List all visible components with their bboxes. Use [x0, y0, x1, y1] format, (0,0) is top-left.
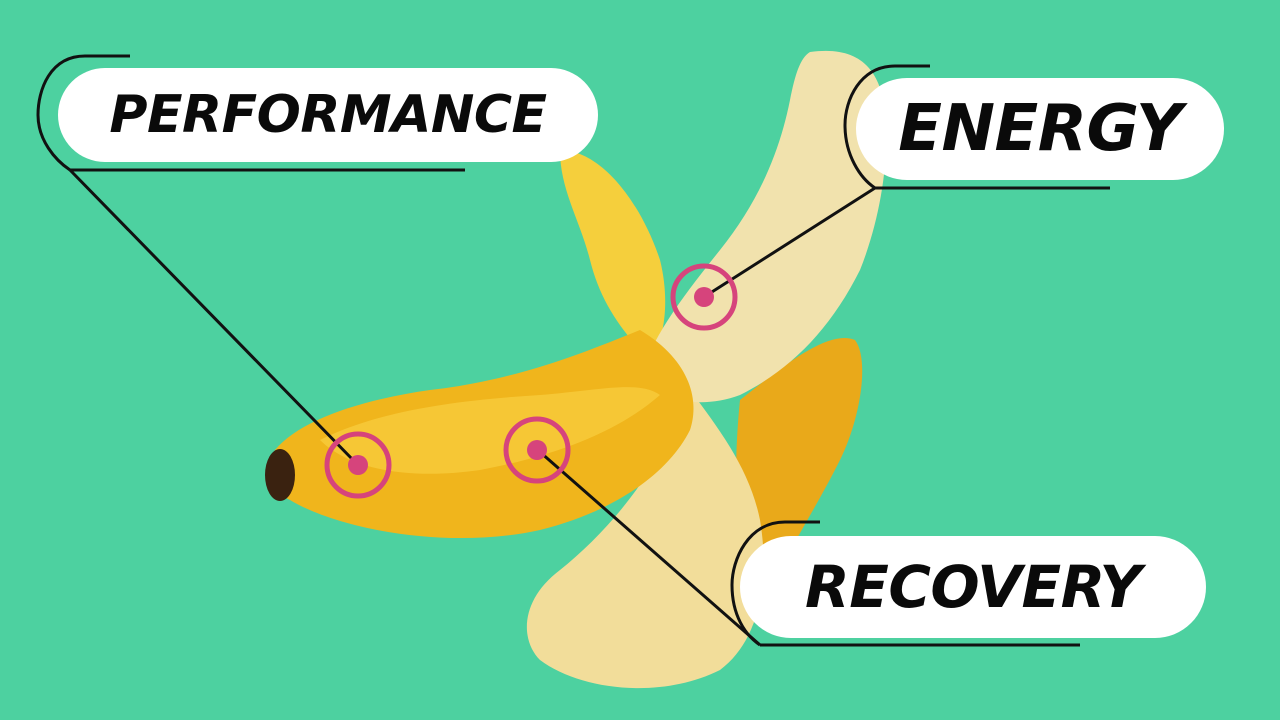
performance-label: PERFORMANCE: [58, 68, 598, 162]
recovery-label-text: RECOVERY: [805, 553, 1141, 621]
banana-body-highlight: [320, 387, 660, 474]
energy-connector-line: [703, 186, 876, 299]
performance-connector-line: [68, 168, 357, 464]
banana-tip: [265, 449, 295, 501]
banana-peel-lower-flap: [526, 390, 764, 689]
performance-bracket: [36, 54, 130, 172]
banana-flesh: [640, 50, 887, 403]
recovery-bracket: [730, 520, 820, 647]
energy-label-text: ENERGY: [898, 92, 1182, 166]
energy-label: ENERGY: [856, 78, 1224, 180]
performance-target-marker: [324, 431, 392, 499]
banana-peel-back: [736, 338, 863, 600]
recovery-label: RECOVERY: [740, 536, 1206, 638]
recovery-connector-line: [539, 450, 761, 647]
recovery-target-marker: [503, 416, 571, 484]
performance-label-text: PERFORMANCE: [109, 85, 547, 145]
banana-peel-left: [560, 150, 666, 360]
energy-target-marker: [670, 263, 738, 331]
energy-bracket: [843, 64, 930, 190]
